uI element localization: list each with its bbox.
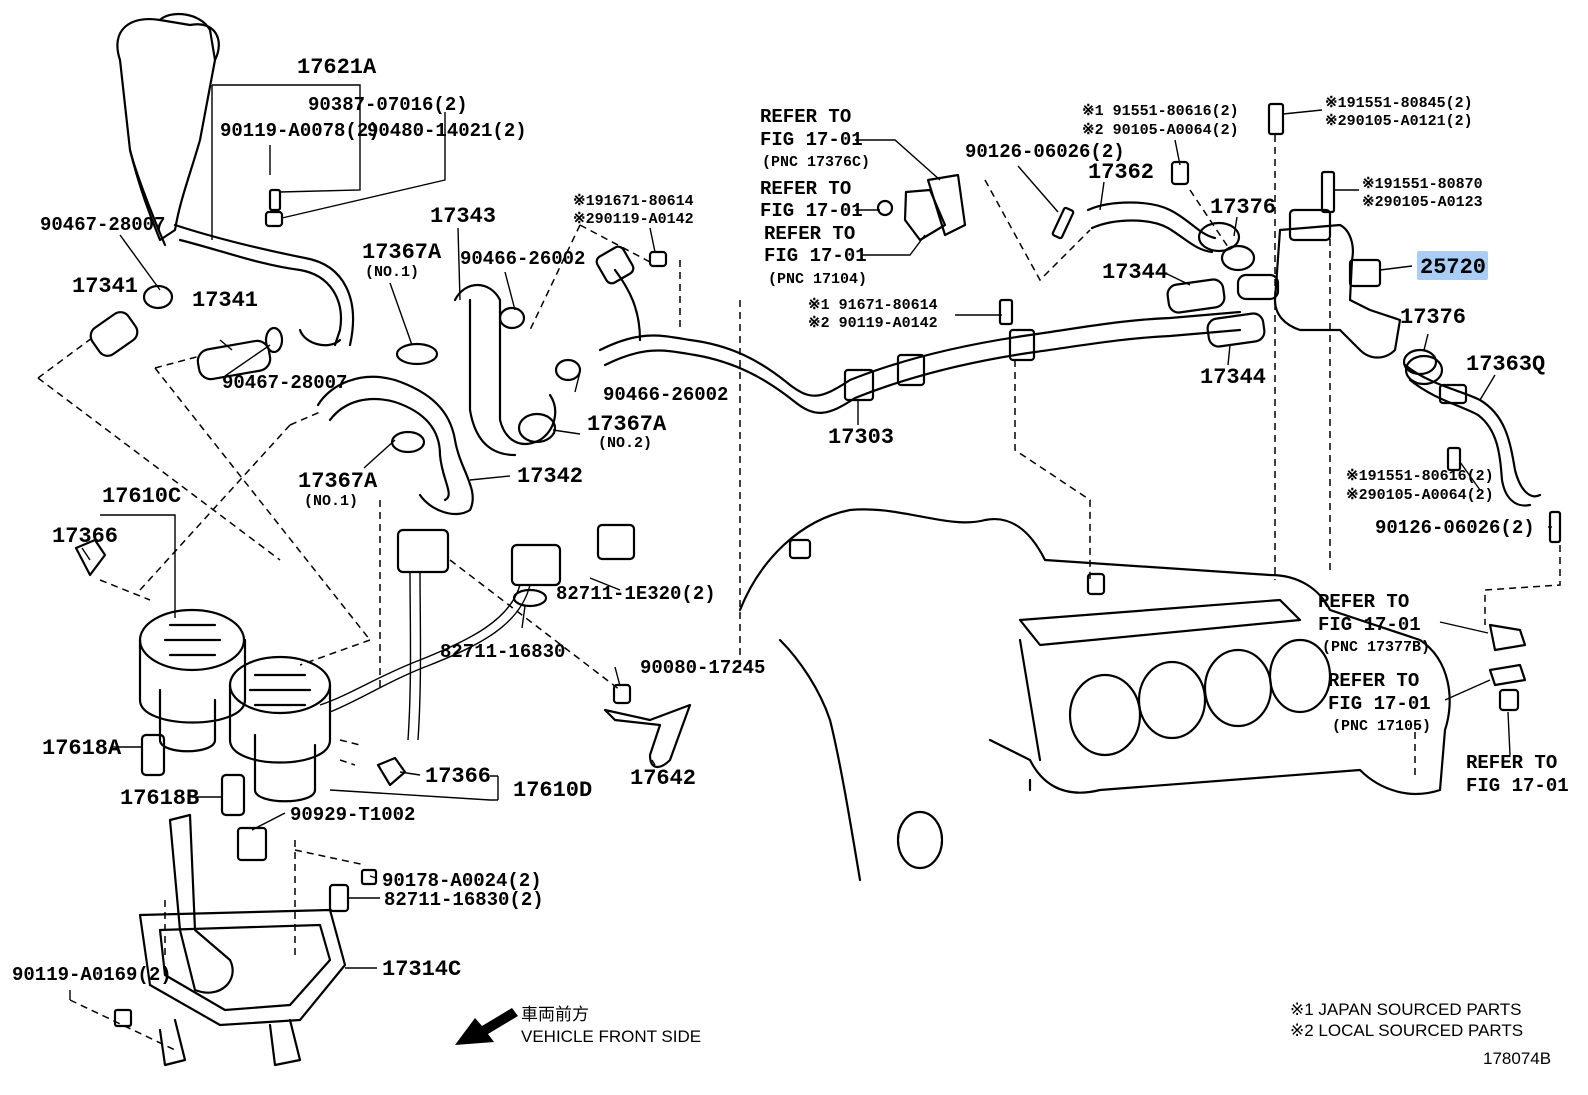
label-17376-right[interactable]: 17376	[1400, 305, 1466, 330]
label-90467-28007-top[interactable]: 90467-28007	[40, 214, 165, 236]
label-290105-a0121[interactable]: ※290105-A0121(2)	[1325, 113, 1473, 130]
label-17362[interactable]: 17362	[1088, 160, 1154, 185]
refer-pnc-label: (PNC 17377B)	[1322, 639, 1430, 656]
refer-fig-label[interactable]: REFER TO	[764, 223, 855, 245]
label-17344-bot[interactable]: 17344	[1200, 365, 1266, 390]
label-17367a-no2[interactable]: 17367A	[587, 412, 667, 437]
label-17344-top[interactable]: 17344	[1102, 260, 1168, 285]
label-17618a[interactable]: 17618A	[42, 736, 122, 761]
figure-code: 178074B	[1483, 1049, 1551, 1068]
label-90466-26002-mid[interactable]: 90466-26002	[603, 384, 728, 406]
dashed-reference-lines	[37, 135, 1561, 1051]
refer-fig-label[interactable]: REFER TO	[1318, 591, 1409, 613]
label-25720[interactable]: 25720	[1420, 255, 1486, 280]
refer-fig-label[interactable]: REFER TO	[1466, 752, 1557, 774]
legend-japan-sourced: ※1 JAPAN SOURCED PARTS	[1290, 1000, 1522, 1019]
label-290119-a0142-a[interactable]: ※290119-A0142	[573, 211, 694, 228]
air-pipe-17303-drawing	[595, 245, 1242, 414]
refer-fig-label[interactable]: REFER TO	[760, 106, 851, 128]
label-90080-17245[interactable]: 90080-17245	[640, 657, 765, 679]
label-17341-mid[interactable]: 17341	[192, 288, 258, 313]
label-17343[interactable]: 17343	[430, 204, 496, 229]
label-191671-80614-b[interactable]: ※1 91671-80614	[808, 297, 938, 314]
label-90119-a0078[interactable]: 90119-A0078(2)	[220, 120, 380, 142]
label-17618b[interactable]: 17618B	[120, 786, 199, 811]
exhaust-manifold-drawing	[116, 13, 355, 347]
label-290105-a0123[interactable]: ※290105-A0123	[1362, 194, 1483, 211]
air-switching-valve-25720-drawing	[1086, 201, 1542, 507]
label-191671-80614-a[interactable]: ※191671-80614	[573, 193, 694, 210]
vehicle-front-label-jp: 車両前方	[521, 1005, 589, 1024]
label-90466-26002-top[interactable]: 90466-26002	[460, 248, 585, 270]
label-90929-t1002[interactable]: 90929-T1002	[290, 804, 415, 826]
label-17610d[interactable]: 17610D	[513, 778, 592, 803]
part-labels: 17621A 90387-07016(2) 90119-A0078(2) 904…	[12, 55, 1569, 1068]
label-no2: (NO.2)	[598, 435, 652, 452]
label-17610c[interactable]: 17610C	[102, 484, 181, 509]
label-191551-80616-top[interactable]: ※1 91551-80616(2)	[1082, 103, 1239, 120]
label-90467-28007-bot[interactable]: 90467-28007	[222, 372, 347, 394]
label-290119-a0142-b[interactable]: ※2 90119-A0142	[808, 315, 938, 332]
engine-block-drawing	[738, 508, 1527, 882]
label-no1-low: (NO.1)	[304, 493, 358, 510]
label-290105-a0064-top[interactable]: ※2 90105-A0064(2)	[1082, 122, 1239, 139]
refer-fig-label[interactable]: FIG 17-01	[1328, 693, 1431, 715]
label-17366-left[interactable]: 17366	[52, 524, 118, 549]
label-17367a-low[interactable]: 17367A	[298, 469, 378, 494]
label-17621a[interactable]: 17621A	[297, 55, 377, 80]
hose-17343-17342-drawing	[316, 284, 582, 516]
highlight-box-25720	[1417, 251, 1488, 280]
refer-pnc-label: (PNC 17376C)	[762, 154, 870, 171]
refer-fig-label[interactable]: FIG 17-01	[1318, 614, 1421, 636]
vehicle-front-arrow-icon	[455, 1008, 518, 1045]
wiring-and-bracket-drawing	[113, 523, 692, 1067]
refer-fig-label[interactable]: REFER TO	[1328, 670, 1419, 692]
label-17376-top[interactable]: 17376	[1210, 195, 1276, 220]
label-290105-a0064-bot[interactable]: ※290105-A0064(2)	[1346, 487, 1494, 504]
refer-fig-label[interactable]: FIG 17-01	[764, 245, 867, 267]
label-90178-a0024[interactable]: 90178-A0024(2)	[382, 870, 542, 892]
refer-fig-label[interactable]: FIG 17-01	[760, 129, 863, 151]
refer-fig-label[interactable]: REFER TO	[760, 178, 851, 200]
label-17303[interactable]: 17303	[828, 425, 894, 450]
label-17342[interactable]: 17342	[517, 464, 583, 489]
air-pump-17610-drawing	[74, 538, 407, 817]
label-191551-80845[interactable]: ※191551-80845(2)	[1325, 95, 1473, 112]
label-17366-bot[interactable]: 17366	[425, 764, 491, 789]
label-82711-1e320[interactable]: 82711-1E320(2)	[556, 583, 716, 605]
hoses-and-clamps-left	[89, 188, 284, 381]
legend-local-sourced: ※2 LOCAL SOURCED PARTS	[1290, 1021, 1523, 1040]
label-82711-16830-2[interactable]: 82711-16830(2)	[384, 889, 544, 911]
label-90387-07016[interactable]: 90387-07016(2)	[308, 94, 468, 116]
label-17642[interactable]: 17642	[630, 766, 696, 791]
refer-fig-label[interactable]: FIG 17-01	[760, 200, 863, 222]
vehicle-front-label-en: VEHICLE FRONT SIDE	[521, 1027, 701, 1046]
small-fasteners-drawing	[648, 102, 1562, 544]
label-17367a-top[interactable]: 17367A	[362, 240, 442, 265]
leader-lines	[69, 84, 1552, 1000]
label-82711-16830[interactable]: 82711-16830	[440, 641, 565, 663]
refer-pnc-label: (PNC 17105)	[1332, 718, 1431, 735]
refer-pnc-label: (PNC 17104)	[768, 271, 867, 288]
label-90119-a0169[interactable]: 90119-A0169(2)	[12, 964, 172, 986]
label-191551-80870[interactable]: ※191551-80870	[1362, 176, 1483, 193]
label-17363q[interactable]: 17363Q	[1466, 352, 1545, 377]
label-17314c[interactable]: 17314C	[382, 957, 461, 982]
label-90126-06026-bot[interactable]: 90126-06026(2)	[1375, 517, 1535, 539]
label-17341-left[interactable]: 17341	[72, 274, 138, 299]
label-191551-80616-bot[interactable]: ※191551-80616(2)	[1346, 468, 1494, 485]
label-no1-top: (NO.1)	[365, 264, 419, 281]
label-90480-14021[interactable]: 90480-14021(2)	[367, 120, 527, 142]
label-90126-06026-top[interactable]: 90126-06026(2)	[965, 141, 1125, 163]
refer-fig-label[interactable]: FIG 17-01	[1466, 775, 1569, 797]
